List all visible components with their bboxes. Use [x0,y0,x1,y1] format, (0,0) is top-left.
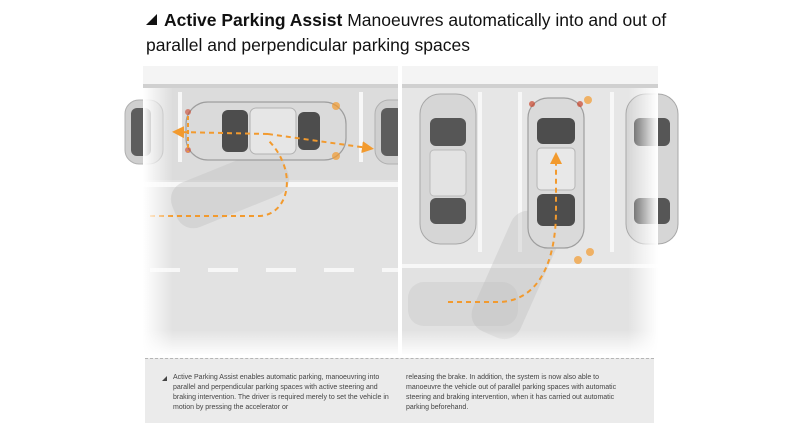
ghost-car-street [408,282,518,326]
space-marker [178,92,182,162]
sidewalk-right [402,66,658,86]
bay-line [518,92,522,252]
fade-right-edge [628,88,658,354]
caption-column-2: releasing the brake. In addition, the sy… [406,374,617,411]
lane-line-solid [143,182,398,187]
title-bold: Active Parking Assist [164,10,343,30]
ghost-car-parallel [170,149,290,229]
perpendicular-path [448,152,562,303]
perpendicular-parking-panel [402,66,679,354]
fade-bottom [143,330,658,356]
curb-right [402,84,658,88]
fade-left-edge [143,88,173,354]
caption-box: Active Parking Assist enables automatic … [145,358,654,423]
parallel-parking-panel [124,66,416,354]
curb-left [143,84,398,88]
panel-divider [398,66,402,356]
active-car-parallel [185,101,347,161]
page-subtitle: parallel and perpendicular parking space… [146,35,470,55]
title-block: Active Parking Assist Manoeuvres automat… [146,8,766,58]
bay-line [610,92,614,252]
page-title: Active Parking Assist Manoeuvres automat… [146,8,766,33]
parallel-back-arrow [172,126,269,139]
caption-triangle-icon [162,376,167,381]
bay-line [478,92,482,252]
sidewalk-left [143,66,398,86]
caption-column-1: Active Parking Assist enables automatic … [173,374,389,411]
parallel-path [150,139,288,217]
title-rest: Manoeuvres automatically into and out of [342,10,667,30]
row-line [402,264,658,268]
title-triangle-icon [146,14,157,25]
space-marker [359,92,363,162]
parallel-forward-arrow [267,133,374,154]
perp-car-left [419,93,477,245]
